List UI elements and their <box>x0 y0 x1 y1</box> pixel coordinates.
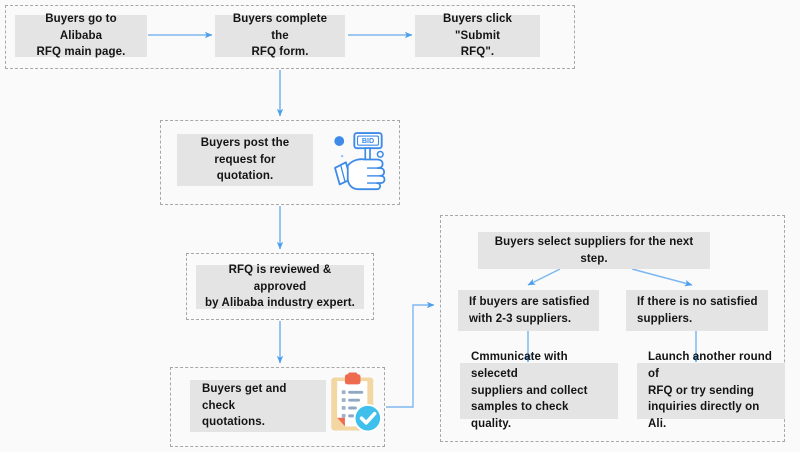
clipboard-check-icon <box>331 372 382 433</box>
node-step1[interactable]: Buyers go to Alibaba RFQ main page. <box>15 13 147 58</box>
node-step7[interactable]: Buyers select suppliers for the next ste… <box>478 232 710 269</box>
node-step5-label: RFQ is reviewed & approved by Alibaba in… <box>205 264 355 310</box>
node-step4-label: Buyers post the request for quotation. <box>200 137 290 183</box>
node-branch-right-label: If there is no satisfied suppliers. <box>637 295 758 325</box>
node-branch-left[interactable]: If buyers are satisfied with 2-3 supplie… <box>458 290 599 331</box>
node-step4[interactable]: Buyers post the request for quotation. <box>177 134 313 186</box>
node-step6-label: Buyers get and check quotations. <box>202 383 287 429</box>
node-step6[interactable]: Buyers get and check quotations. <box>190 380 326 432</box>
node-outcome-left[interactable]: Cmmunicate with selecetd suppliers and c… <box>460 351 618 430</box>
svg-text:BID: BID <box>362 137 374 145</box>
node-step2-label: Buyers complete the RFQ form. <box>232 13 328 59</box>
group-post-request <box>160 120 400 205</box>
node-outcome-left-label: Cmmunicate with selecetd suppliers and c… <box>471 351 588 431</box>
node-branch-right[interactable]: If there is no satisfied suppliers. <box>626 290 768 331</box>
node-step3[interactable]: Buyers click "Submit RFQ". <box>415 13 540 58</box>
group-supplier-selection <box>440 215 785 442</box>
group-quotations <box>170 367 385 447</box>
node-branch-left-label: If buyers are satisfied with 2-3 supplie… <box>469 295 590 325</box>
bid-paddle-icon: BID <box>334 132 386 191</box>
node-step3-label: Buyers click "Submit RFQ". <box>443 13 512 59</box>
node-step2[interactable]: Buyers complete the RFQ form. <box>215 13 345 58</box>
node-outcome-right[interactable]: Launch another round of RFQ or try sendi… <box>637 351 785 430</box>
node-step5[interactable]: RFQ is reviewed & approved by Alibaba in… <box>196 264 364 310</box>
node-step1-label: Buyers go to Alibaba RFQ main page. <box>36 13 126 59</box>
group-top-row <box>5 5 575 69</box>
group-review <box>186 253 374 320</box>
node-step7-label: Buyers select suppliers for the next ste… <box>494 235 694 265</box>
node-outcome-right-label: Launch another round of RFQ or try sendi… <box>648 351 773 431</box>
